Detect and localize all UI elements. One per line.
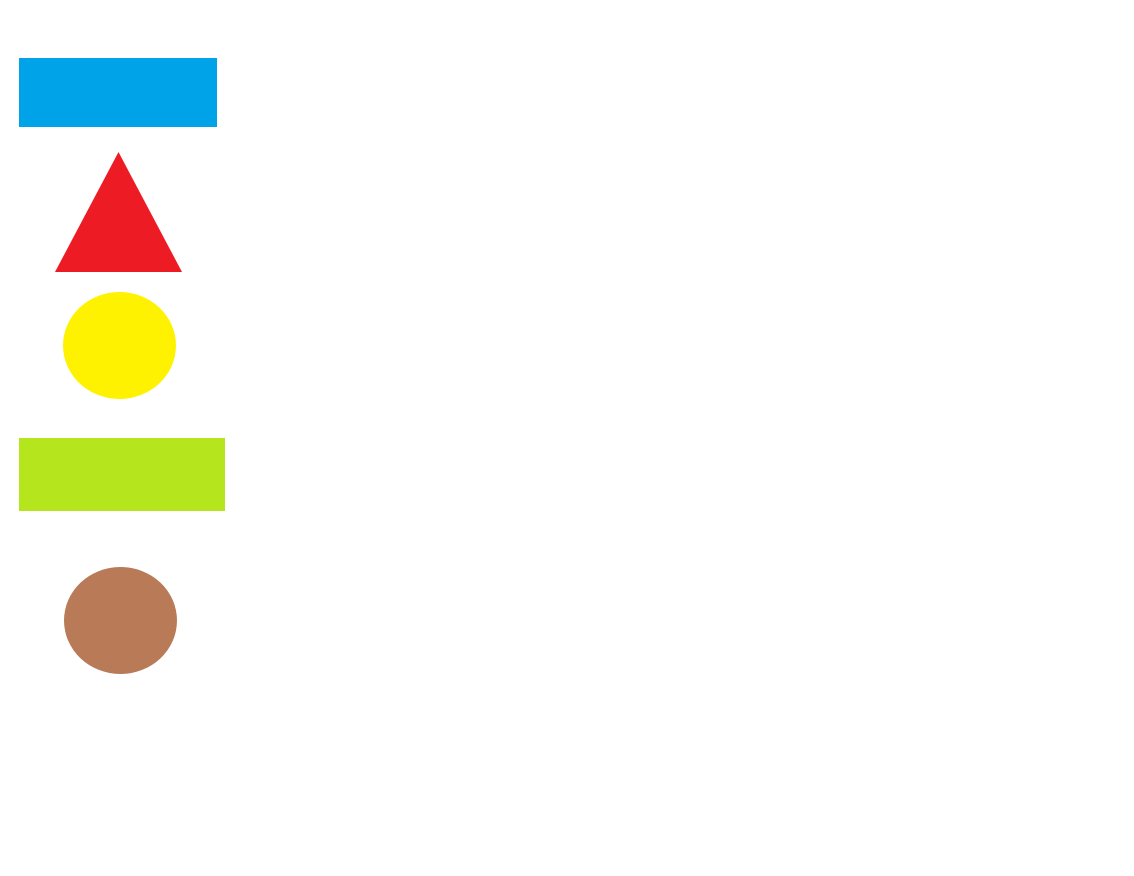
red-triangle-shape <box>55 152 182 272</box>
blue-rectangle <box>19 58 217 127</box>
blue-rectangle-svg <box>19 58 217 127</box>
brown-circle-svg <box>64 567 177 674</box>
yellow-circle <box>63 292 176 399</box>
green-rectangle-shape <box>19 438 225 511</box>
brown-circle <box>64 567 177 674</box>
red-triangle <box>55 152 182 272</box>
brown-circle-shape <box>64 567 177 674</box>
green-rectangle <box>19 438 225 511</box>
yellow-circle-svg <box>63 292 176 399</box>
red-triangle-svg <box>55 152 182 272</box>
blue-rectangle-shape <box>19 58 217 127</box>
yellow-circle-shape <box>63 292 176 399</box>
green-rectangle-svg <box>19 438 225 511</box>
